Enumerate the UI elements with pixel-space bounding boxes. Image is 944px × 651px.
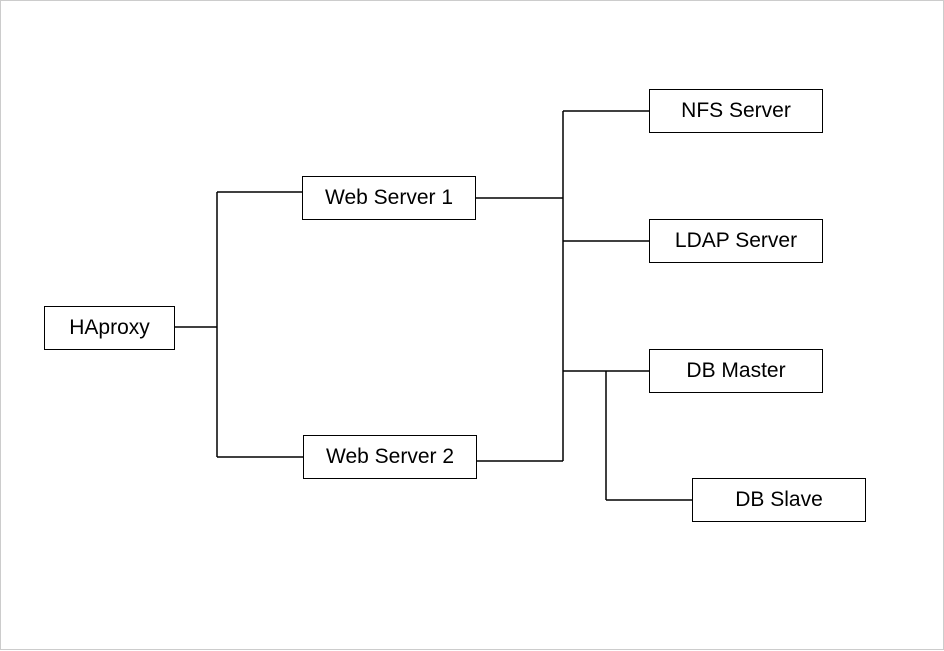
node-ldap-server-label: LDAP Server — [674, 229, 798, 252]
node-web-server-2-label: Web Server 2 — [326, 445, 454, 468]
node-web-server-1-label: Web Server 1 — [325, 186, 453, 209]
node-db-slave: DB Slave — [692, 478, 866, 522]
node-db-master: DB Master — [649, 349, 823, 393]
node-haproxy-label: HAproxy — [69, 316, 150, 339]
node-web-server-1: Web Server 1 — [302, 176, 476, 220]
node-haproxy: HAproxy — [44, 306, 175, 350]
node-db-master-label: DB Master — [686, 359, 786, 382]
node-web-server-2: Web Server 2 — [303, 435, 477, 479]
node-db-slave-label: DB Slave — [735, 488, 823, 511]
node-nfs-server-label: NFS Server — [681, 99, 791, 122]
node-ldap-server: LDAP Server — [649, 219, 823, 263]
node-nfs-server: NFS Server — [649, 89, 823, 133]
